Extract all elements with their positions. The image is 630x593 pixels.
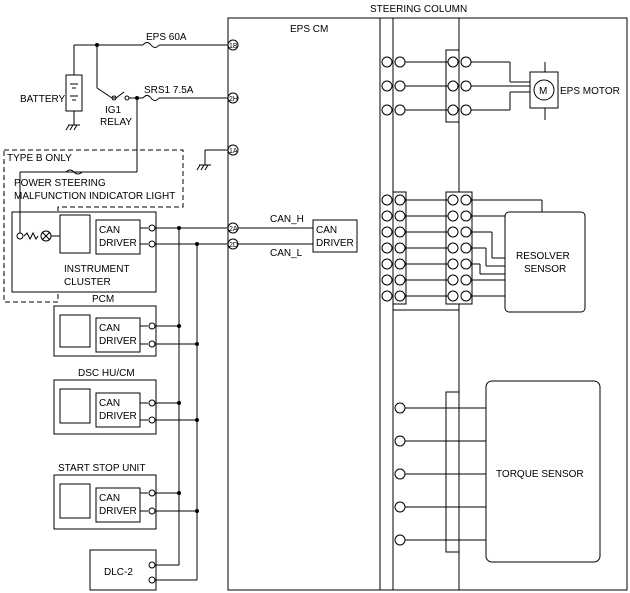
battery-label: BATTERY: [20, 94, 66, 105]
eps-motor-connector: [381, 49, 472, 123]
instrument-label-2: CLUSTER: [64, 277, 111, 288]
ig1-relay-switch-icon: [115, 91, 130, 101]
srs1-fuse-icon: [142, 95, 160, 101]
dlc-box: [89, 549, 157, 591]
svg-text:CAN: CAN: [99, 493, 120, 504]
svg-text:DRIVER: DRIVER: [99, 411, 137, 422]
svg-text:CAN: CAN: [99, 323, 120, 334]
pcm-can-driver: [95, 317, 141, 353]
pin-1a: 1A: [229, 148, 238, 155]
eps-can-driver: [312, 219, 358, 253]
type-b-region: [3, 149, 184, 303]
pin-2h: 2H: [229, 96, 238, 103]
resolver-label-1: RESOLVER: [516, 251, 570, 262]
torque-connector: [394, 391, 460, 553]
indicator-fuse-icon: [65, 169, 83, 175]
ig1-label: IG1: [105, 105, 122, 116]
svg-text:DRIVER: DRIVER: [316, 238, 354, 249]
dsc-label: DSC HU/CM: [78, 368, 135, 379]
start-stop-can-driver: [95, 487, 141, 523]
resolver-sensor-box: [504, 211, 586, 313]
resolver-label-2: SENSOR: [524, 264, 566, 275]
instrument-label-1: INSTRUMENT: [64, 264, 130, 275]
type-b-label: TYPE B ONLY: [7, 153, 72, 164]
pin-2a: 2A: [229, 226, 238, 233]
svg-text:CAN: CAN: [99, 398, 120, 409]
eps-motor-label: EPS MOTOR: [560, 86, 620, 97]
svg-text:CAN: CAN: [316, 225, 337, 236]
pin-1b: 1B: [229, 43, 238, 50]
psml-label-1: POWER STEERING: [14, 178, 106, 189]
resolver-connector: [381, 191, 473, 305]
svg-text:DRIVER: DRIVER: [99, 336, 137, 347]
motor-symbol: M: [539, 86, 547, 97]
relay-label: RELAY: [100, 117, 132, 128]
eps-cm-label: EPS CM: [290, 24, 328, 35]
battery-ground-icon: [65, 124, 80, 131]
srs1-label: SRS1 7.5A: [144, 85, 194, 96]
can-l-label: CAN_L: [270, 248, 303, 259]
torque-sensor-box: [485, 380, 601, 563]
dlc-label: DLC-2: [104, 567, 133, 578]
eps-cm-box: [227, 17, 394, 591]
dsc-can-driver: [95, 392, 141, 428]
eps-60a-label: EPS 60A: [146, 32, 187, 43]
eps-ground-icon: [196, 164, 211, 171]
svg-text:DRIVER: DRIVER: [99, 506, 137, 517]
steering-column-label: STEERING COLUMN: [370, 4, 467, 15]
eps-60a-fuse-icon: [142, 42, 160, 48]
battery-symbol: [65, 74, 83, 112]
pin-2d: 2D: [229, 242, 238, 249]
ic-can-driver: [95, 219, 141, 255]
svg-text:DRIVER: DRIVER: [99, 238, 137, 249]
start-stop-label: START STOP UNIT: [58, 463, 145, 474]
can-h-label: CAN_H: [270, 214, 304, 225]
svg-text:CAN: CAN: [99, 225, 120, 236]
psml-label-2: MALFUNCTION INDICATOR LIGHT: [14, 191, 175, 202]
pcm-label: PCM: [92, 294, 114, 305]
torque-sensor-label: TORQUE SENSOR: [496, 469, 584, 480]
